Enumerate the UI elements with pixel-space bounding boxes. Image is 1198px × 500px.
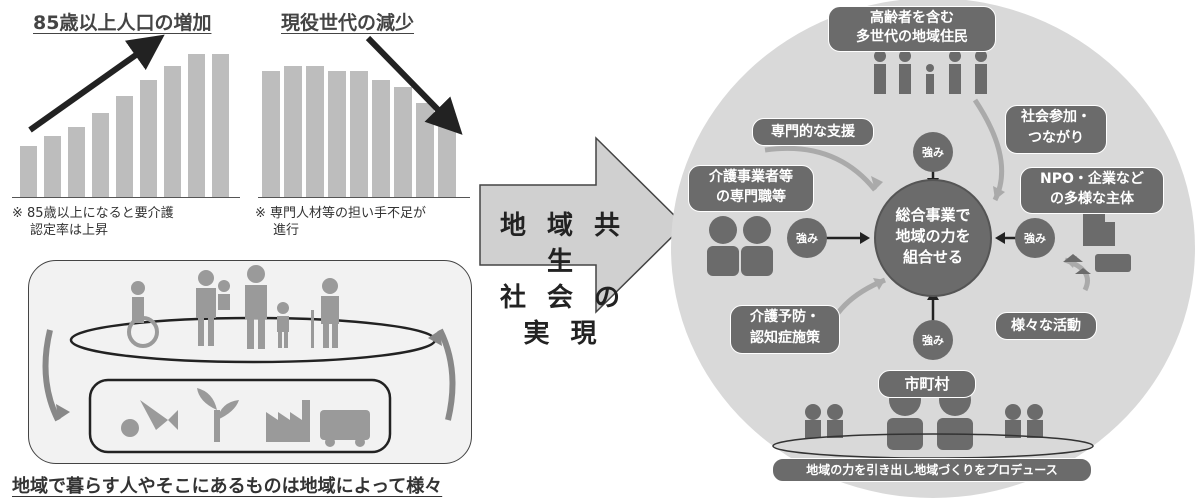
bar (350, 71, 368, 197)
prevention-label: 介護予防・ 認知症施策 (730, 305, 840, 354)
bottom-caption: 地域で暮らす人やそこにあるものは地域によって様々 (12, 476, 443, 497)
strength-badge-top: 強み (913, 132, 953, 172)
arrow-text-line1: 地 域 共 生 (499, 211, 627, 277)
chart2-note-line1: ※ 専門人材等の担い手不足が (255, 206, 427, 221)
chart2-note-line2: 進行 (273, 223, 300, 238)
bar (394, 87, 412, 197)
center-line2: 地域の力を (895, 227, 971, 245)
bar (140, 80, 157, 197)
npo-label: NPO・企業など の多様な主体 (1020, 167, 1164, 214)
bar (68, 127, 85, 197)
npo-label-line1: NPO・企業など (1040, 171, 1144, 187)
professionals-label-line2: の専門職等 (716, 189, 786, 205)
chart-working-population (258, 45, 470, 198)
chart2-note: ※ 専門人材等の担い手不足が 進行 (255, 205, 475, 239)
social-label-line1: 社会参加・ (1021, 109, 1091, 125)
residents-icon (874, 50, 987, 94)
professionals-label: 介護事業者等 の専門職等 (688, 165, 814, 212)
big-arrow-icon (479, 136, 686, 314)
chart1-title: 85歳以上人口の増加 (33, 12, 212, 34)
municipality-label: 市町村 (878, 370, 976, 398)
residents-label: 高齢者を含む 多世代の地域住民 (828, 6, 996, 52)
center-line3: 組合せる (902, 248, 963, 266)
center-circle-text: 総合事業で 地域の力を 組合せる (873, 205, 993, 268)
professionals-icon (707, 216, 773, 276)
chart1-note-line2: 認定率は上昇 (30, 223, 109, 238)
strength-badge-bottom: 強み (913, 320, 953, 360)
npo-icon (1063, 214, 1131, 274)
prevention-label-line1: 介護予防・ (750, 309, 820, 325)
chart1-note: ※ 85歳以上になると要介護 認定率は上昇 (12, 205, 242, 239)
produce-caption: 地域の力を引き出し地域づくりをプロデュース (772, 458, 1092, 482)
specialist-support-label: 専門的な支援 (752, 118, 874, 146)
arrow-text-line2: 社 会 の 実 現 (499, 283, 627, 349)
bar (92, 113, 109, 197)
chart1-note-line1: ※ 85歳以上になると要介護 (12, 206, 174, 221)
social-label-line2: つながり (1028, 130, 1084, 146)
bar (306, 66, 324, 197)
chart-85-population (12, 45, 240, 198)
falling-arrow-icon (365, 35, 463, 135)
strength-badge-right: 強み (1015, 218, 1055, 258)
activities-label: 様々な活動 (995, 312, 1097, 340)
rising-arrow-icon (28, 34, 165, 133)
chart2-title: 現役世代の減少 (281, 12, 415, 34)
bar (20, 146, 37, 197)
bar (164, 66, 181, 197)
residents-label-line2: 多世代の地域住民 (856, 29, 968, 45)
bar (44, 136, 61, 197)
bar (438, 120, 456, 197)
people-icon (127, 265, 339, 349)
bar (116, 96, 133, 197)
npo-label-line2: の多様な主体 (1050, 191, 1134, 207)
resources-icon (121, 388, 370, 447)
professionals-label-line1: 介護事業者等 (709, 169, 793, 185)
strength-badge-left: 強み (787, 218, 827, 258)
bar (284, 66, 302, 197)
residents-label-line1: 高齢者を含む (870, 10, 954, 26)
community-illustration (42, 265, 456, 454)
bar (212, 54, 229, 197)
bar (372, 80, 390, 197)
prevention-label-line2: 認知症施策 (750, 330, 820, 346)
center-line1: 総合事業で (895, 206, 971, 224)
bar (188, 54, 205, 197)
arrow-text: 地 域 共 生 社 会 の 実 現 (478, 208, 648, 352)
bar (262, 71, 280, 197)
social-participation-label: 社会参加・ つながり (1005, 105, 1107, 154)
bar (328, 71, 346, 197)
